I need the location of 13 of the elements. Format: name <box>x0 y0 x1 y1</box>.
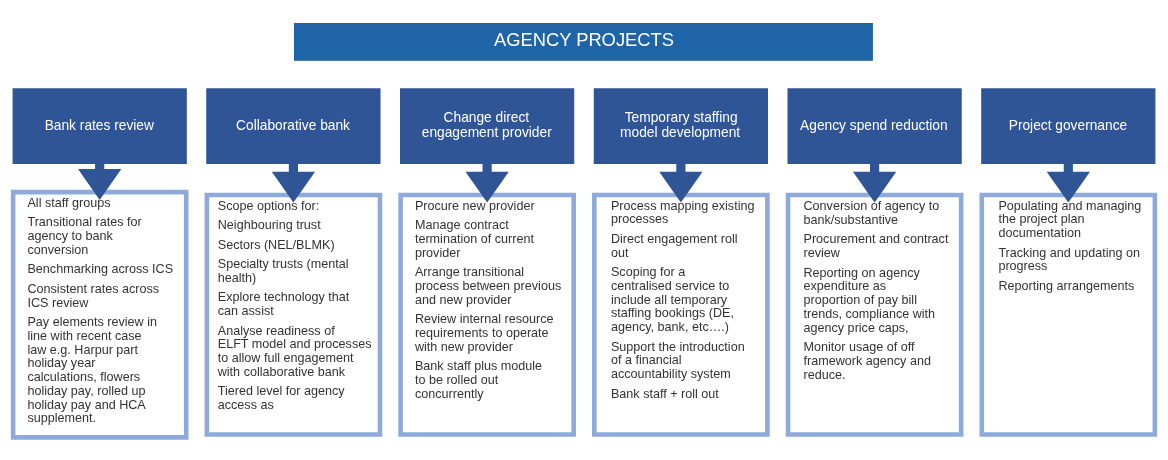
node-box: Project governance <box>981 87 1156 164</box>
node-box: Collaborative bank <box>206 87 381 164</box>
node-box: AGENCY PROJECTS <box>293 22 873 61</box>
node-box: Scope options for: Neighbouring trust Sectors (NEL/BLMK) Specialty trusts (mental health) Explore technology that can assist Analyse readiness of ELFT model and processes to allow full engagement with collaborative bank Tiered level for agency access as <box>204 192 383 437</box>
node-box: Bank rates review <box>12 87 187 164</box>
node-box: Conversion of agency to bank/substantive Procurement and contract review Reporting on agency expenditure as proportion of pay bill trends, compliance with agency price caps, Monitor usage of off framework agency and reduce. <box>785 192 964 437</box>
node-box: Agency spend reduction <box>787 87 962 164</box>
node-box: Populating and managing the project plan documentation Tracking and updating on progress Reporting arrangements <box>979 192 1158 437</box>
node-box: Process mapping existing processes Direct engagement roll out Scoping for a centralised service to include all temporary staffing bookings (DE, agency, bank, etc….) Support the introduction of a financial accountability system Bank staff + roll out <box>592 192 770 437</box>
node-box: Change direct engagement provider <box>400 87 575 164</box>
node-box: Temporary staffing model development <box>593 87 768 164</box>
node-box: Procure new provider Manage contract termination of current provider Arrange transitional process between previous and new provider Review internal resource requirements to operate with new provider Bank staff plus module to be rolled out concurrently <box>398 192 576 437</box>
node-box: All staff groups Transitional rates for agency to bank conversion Benchmarking across ICS Consistent rates across ICS review Pay elements review in line with recent case law e.g. Harpur part holiday year calculations, flowers holiday pay, rolled up holiday pay and HCA supplement. <box>10 189 189 440</box>
